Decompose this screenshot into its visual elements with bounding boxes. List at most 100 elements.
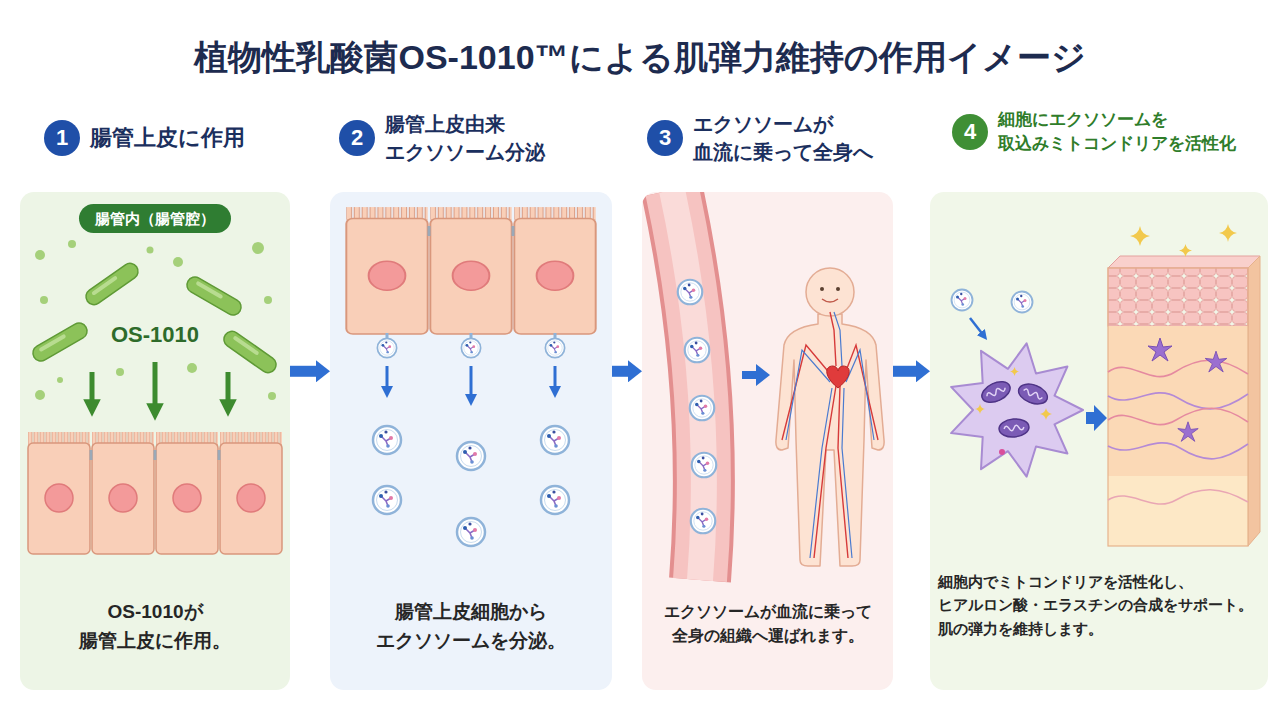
step-caption: 腸管上皮細胞から エクソソームを分泌。 [371,597,571,656]
step-heading: 腸管上皮に作用 [90,123,310,154]
human-figure [830,312,836,366]
secretion-arrow [386,366,389,392]
skin-block [1108,256,1260,268]
action-arrow [92,362,228,412]
lactic-acid-bacteria [221,328,279,376]
intestinal-cell [156,432,218,554]
process-panel: 2腸管上皮由来 エクソソーム分泌腸管上皮細胞から エクソソームを分泌。 [330,192,612,690]
sparkle [1130,226,1150,246]
exosome [1012,292,1033,313]
intestinal-cell [346,207,595,334]
flow-arrow [612,366,632,377]
step-number: 2 [339,120,375,156]
target-cell [998,418,1029,439]
bacteria-dots [68,240,76,248]
exosome [541,426,569,454]
step-heading: 腸管上皮由来 エクソソーム分泌 [385,110,575,166]
process-panel: 1腸管上皮に作用OS-1010が 腸管上皮に作用。腸管内（腸管腔） [20,192,290,690]
skin-block [1108,490,1248,504]
step-heading: 細胞にエクソソームを 取込みミトコンドリアを活性化 [998,108,1238,156]
intestinal-cell [346,207,427,334]
target-cell [951,343,1083,476]
flow-arrow-small [1086,405,1107,431]
bacteria-dots [35,240,276,400]
intestinal-cell [218,450,221,460]
blood-vessel [672,192,704,580]
intestinal-cell [28,432,90,554]
action-arrow [226,372,231,408]
budding-exosome [377,338,396,357]
human-figure [776,268,884,566]
budding-exosome [377,333,564,358]
uptake-arrow [970,318,984,336]
bacteria-dots [264,296,272,304]
label-box: OS-1010 [111,322,199,348]
skin-block [1148,338,1172,361]
human-figure [838,386,848,558]
human-figure [842,388,852,558]
human-figure [820,287,824,291]
lactic-acid-bacteria [30,320,90,364]
target-cell [979,378,1014,407]
bacteria-dots [147,247,154,254]
secretion-arrow [470,366,473,400]
exosome [457,442,485,470]
skin-block [1108,360,1248,376]
caption-area: OS-1010が 腸管上皮に作用。 [20,597,290,656]
exosome [373,426,569,546]
human-figure [822,299,838,302]
skin-block [1108,443,1248,459]
budding-exosome [387,333,555,338]
exosome [373,426,401,454]
exosome [952,290,1033,313]
skin-block [1108,268,1248,326]
bacteria-dots [40,296,48,304]
blood-vessel [672,192,704,580]
intestinal-cell [90,450,93,460]
flow-arrow-small [742,364,770,386]
caption-area: 細胞内でミトコンドリアを活性化し、 ヒアルロン酸・エラスチンの合成をサポート。 … [938,570,1262,640]
bacteria-dots [116,368,124,376]
skin-block [1178,422,1198,442]
blood-vessel [672,192,704,580]
exosome [691,509,716,534]
intestinal-cell [28,432,282,554]
human-figure [782,312,878,558]
bacteria-dots [252,242,264,254]
human-figure [814,386,836,558]
skin-block [1108,326,1248,476]
caption-area: エクソソームが血流に乗って 全身の組織へ運ばれます。 [642,600,893,648]
bacteria-dots [268,392,276,400]
step-heading: エクソソームが 血流に乗って全身へ [693,110,883,166]
human-figure [836,287,840,291]
lactic-acid-bacteria [83,260,141,308]
intestinal-cell [430,207,511,334]
sparkle [1130,224,1237,257]
target-cell [975,404,985,414]
bacteria-dots [187,363,197,373]
process-panel: 3エクソソームが 血流に乗って全身へエクソソームが血流に乗って 全身の組織へ運ば… [642,192,893,690]
bacteria-dots [35,390,45,400]
intestinal-cell [220,432,282,554]
target-cell [1010,367,1019,376]
exosome [678,280,717,534]
exosome [692,453,717,478]
flow-arrow [290,366,320,377]
exosome [373,486,401,514]
human-figure [844,345,878,440]
secretion-arrow [387,366,555,400]
action-arrow [153,362,158,412]
human-figure [782,345,832,440]
budding-exosome [545,338,564,357]
bacteria-dots [35,250,45,260]
skin-block [1205,351,1227,372]
exosome [685,338,710,363]
step-header: 2 腸管上皮由来 エクソソーム分泌 [339,92,575,184]
step-number: 1 [44,120,80,156]
region-tag: 腸管内（腸管腔） [79,204,231,233]
human-figure [827,366,849,388]
step-caption: 細胞内でミトコンドリアを活性化し、 ヒアルロン酸・エラスチンの合成をサポート。 … [938,570,1262,640]
bacteria-dots [57,377,63,383]
exosome [690,396,715,421]
